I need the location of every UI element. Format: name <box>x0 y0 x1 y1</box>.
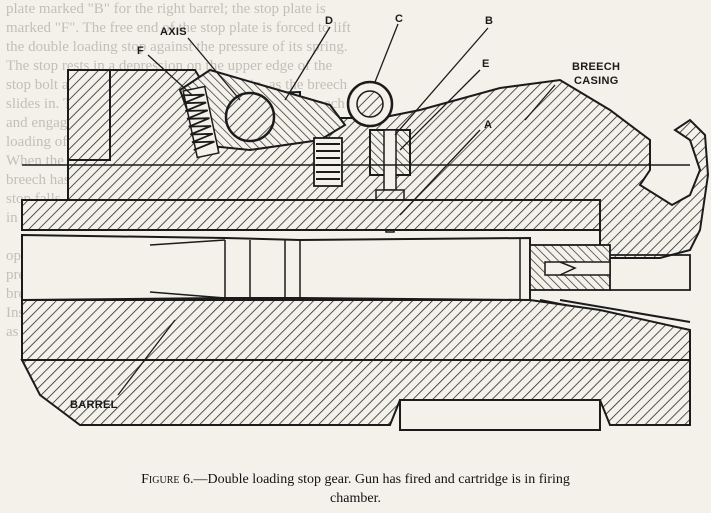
label-e: E <box>482 58 490 70</box>
stop-gear-diagram: AXIS D C B E F A BREECH CASING BARREL <box>20 13 710 431</box>
label-a: A <box>484 119 492 131</box>
label-casing: CASING <box>574 75 619 87</box>
label-c: C <box>395 13 403 25</box>
left-casing-block <box>67 69 111 161</box>
lower-recess <box>399 399 601 431</box>
background-text-line: marked "F". The free end of the stop pla… <box>6 20 351 36</box>
leader-lines <box>117 23 556 396</box>
label-b: B <box>485 15 493 27</box>
lower-spring <box>313 137 343 187</box>
background-text-line: plate marked "B" for the right barrel; t… <box>6 1 326 17</box>
caption-figure-number: Figure 6. <box>141 472 194 487</box>
spring-f <box>182 85 220 159</box>
label-axis: AXIS <box>160 26 187 38</box>
caption-text-line1: —Double loading stop gear. Gun has fired… <box>193 472 570 487</box>
barrel-bore <box>21 233 531 302</box>
label-d: D <box>325 15 333 27</box>
breech-block <box>21 199 601 231</box>
label-breech: BREECH <box>572 61 620 73</box>
background-text-line: the double loading stop against the pres… <box>6 39 348 55</box>
caption-text-line2: chamber. <box>330 491 381 506</box>
cam-c-center <box>356 90 384 118</box>
figure-caption: Figure 6.—Double loading stop gear. Gun … <box>0 470 711 508</box>
cartridge <box>149 238 521 300</box>
label-barrel: BARREL <box>70 399 118 411</box>
label-f: F <box>137 45 144 57</box>
barrel-body <box>21 299 691 361</box>
axis-pivot <box>224 91 276 143</box>
